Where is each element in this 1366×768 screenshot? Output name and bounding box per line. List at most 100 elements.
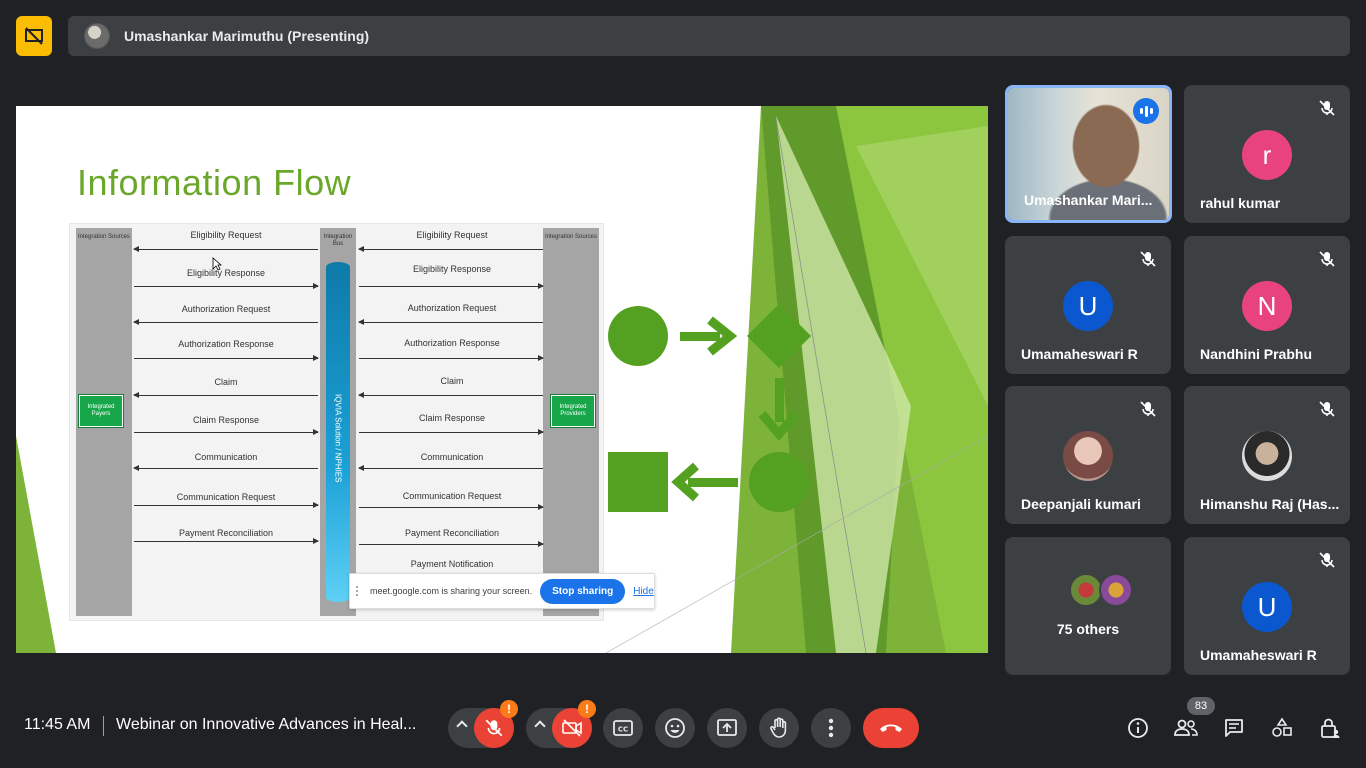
divider — [103, 716, 104, 736]
flow-message: Eligibility Response — [412, 264, 492, 274]
more-options-button[interactable] — [811, 708, 851, 748]
flow-arrow — [134, 355, 319, 361]
participant-tile[interactable]: Deepanjali kumari — [1005, 386, 1171, 524]
flow-arrow — [359, 429, 544, 435]
participant-tile[interactable]: U Umamaheswari R — [1184, 537, 1350, 675]
presenting-banner: Umashankar Marimuthu (Presenting) — [68, 16, 1350, 56]
present-off-icon — [25, 27, 43, 45]
reactions-button[interactable] — [655, 708, 695, 748]
others-avatars — [1069, 573, 1139, 609]
flow-message: Authorization Response — [178, 339, 274, 349]
call-end-icon — [880, 724, 902, 732]
mic-off-icon — [1140, 251, 1156, 267]
camera-toggle-button[interactable]: ! — [552, 700, 596, 748]
leave-call-button[interactable] — [863, 708, 919, 748]
flow-message: Payment Reconciliation — [404, 528, 500, 538]
right-lane-label: Integration Sources — [544, 234, 598, 240]
bus-cylinder — [326, 262, 350, 602]
avatar — [1242, 431, 1292, 481]
present-now-button[interactable] — [707, 708, 747, 748]
avatar: N — [1242, 281, 1292, 331]
emoji-icon — [665, 718, 685, 738]
warning-badge: ! — [578, 700, 596, 718]
mic-off-icon — [1319, 401, 1335, 417]
closed-captions-icon: CC — [613, 720, 633, 736]
hide-link[interactable]: Hide — [633, 585, 654, 597]
camera-off-icon — [562, 719, 582, 737]
participant-tile[interactable]: Himanshu Raj (Has... — [1184, 386, 1350, 524]
flow-arrow — [133, 319, 318, 325]
flow-arrow — [359, 355, 544, 361]
raise-hand-button[interactable] — [759, 708, 799, 748]
avatar: r — [1242, 130, 1292, 180]
shapes-icon — [1272, 717, 1292, 737]
flow-message: Authorization Request — [407, 303, 497, 313]
captions-button[interactable]: CC — [603, 708, 643, 748]
flow-message: Claim Response — [192, 415, 260, 425]
participant-tile[interactable]: r rahul kumar — [1184, 85, 1350, 223]
presenter-avatar — [84, 23, 110, 49]
flow-arrow — [133, 392, 318, 398]
mic-off-icon — [1319, 552, 1335, 568]
drag-handle[interactable] — [356, 586, 362, 596]
lock-person-icon — [1321, 718, 1340, 738]
mic-toggle-button[interactable]: ! — [474, 700, 518, 748]
shared-screen: Information Flow Integration Sources Int… — [16, 106, 988, 653]
participant-name: Himanshu Raj (Has... — [1200, 496, 1340, 512]
flow-message: Claim Response — [418, 413, 486, 423]
stop-presenting-button[interactable] — [16, 16, 52, 56]
flow-arrow — [358, 465, 543, 471]
mic-off-icon — [1319, 251, 1335, 267]
others-count: 75 others — [1056, 621, 1120, 637]
chat-button[interactable] — [1220, 714, 1248, 742]
flow-shapes-graphic — [608, 304, 811, 512]
bus-lane: Integration Bus IQVIA Solution / NPHIES — [320, 228, 356, 616]
hand-icon — [770, 717, 787, 738]
flow-message: Claim — [214, 377, 238, 387]
flow-message: Communication — [420, 452, 484, 462]
participant-name: Umashankar Mari... — [1024, 192, 1153, 208]
participant-tile[interactable]: Umashankar Mari... — [1005, 85, 1172, 223]
flow-message: Authorization Request — [181, 304, 271, 314]
flow-arrow — [133, 246, 318, 252]
avatar: U — [1063, 281, 1113, 331]
flow-message: Payment Notification — [410, 559, 494, 569]
flow-message: Eligibility Response — [186, 268, 266, 278]
meeting-details-button[interactable] — [1124, 714, 1152, 742]
camera-control[interactable]: ! — [526, 700, 596, 748]
flow-arrow — [359, 541, 544, 547]
flow-arrow — [359, 283, 544, 289]
mouse-cursor-icon — [212, 257, 222, 271]
participant-tile[interactable]: N Nandhini Prabhu — [1184, 236, 1350, 374]
svg-text:CC: CC — [618, 726, 628, 734]
people-button[interactable] — [1172, 714, 1200, 742]
flow-message: Claim — [440, 376, 464, 386]
people-count-badge: 83 — [1187, 697, 1215, 715]
flow-message: Eligibility Request — [190, 230, 262, 240]
mic-control[interactable]: ! — [448, 700, 518, 748]
more-vert-icon — [828, 718, 834, 738]
flow-arrow — [134, 283, 319, 289]
activities-button[interactable] — [1268, 714, 1296, 742]
participant-tile[interactable]: U Umamaheswari R — [1005, 236, 1171, 374]
flow-message: Authorization Response — [404, 338, 500, 348]
host-controls-button[interactable] — [1316, 714, 1344, 742]
chat-icon — [1225, 719, 1243, 737]
flow-arrow — [359, 504, 544, 510]
flow-message: Eligibility Request — [416, 230, 488, 240]
slide-decoration — [16, 106, 988, 653]
stop-sharing-button[interactable]: Stop sharing — [540, 578, 626, 604]
participant-name: Umamaheswari R — [1021, 346, 1138, 362]
meeting-time: 11:45 AM — [24, 716, 91, 733]
chevron-up-icon — [534, 720, 546, 732]
avatar: U — [1242, 582, 1292, 632]
mic-off-icon — [485, 719, 503, 737]
flow-arrow — [358, 392, 543, 398]
present-screen-icon — [717, 719, 737, 736]
flow-arrow — [134, 502, 319, 508]
flow-arrow — [358, 246, 543, 252]
flow-arrow — [134, 538, 319, 544]
others-tile[interactable]: 75 others — [1005, 537, 1171, 675]
slide-title: Information Flow — [77, 162, 352, 203]
sharing-text: meet.google.com is sharing your screen. — [370, 586, 533, 596]
